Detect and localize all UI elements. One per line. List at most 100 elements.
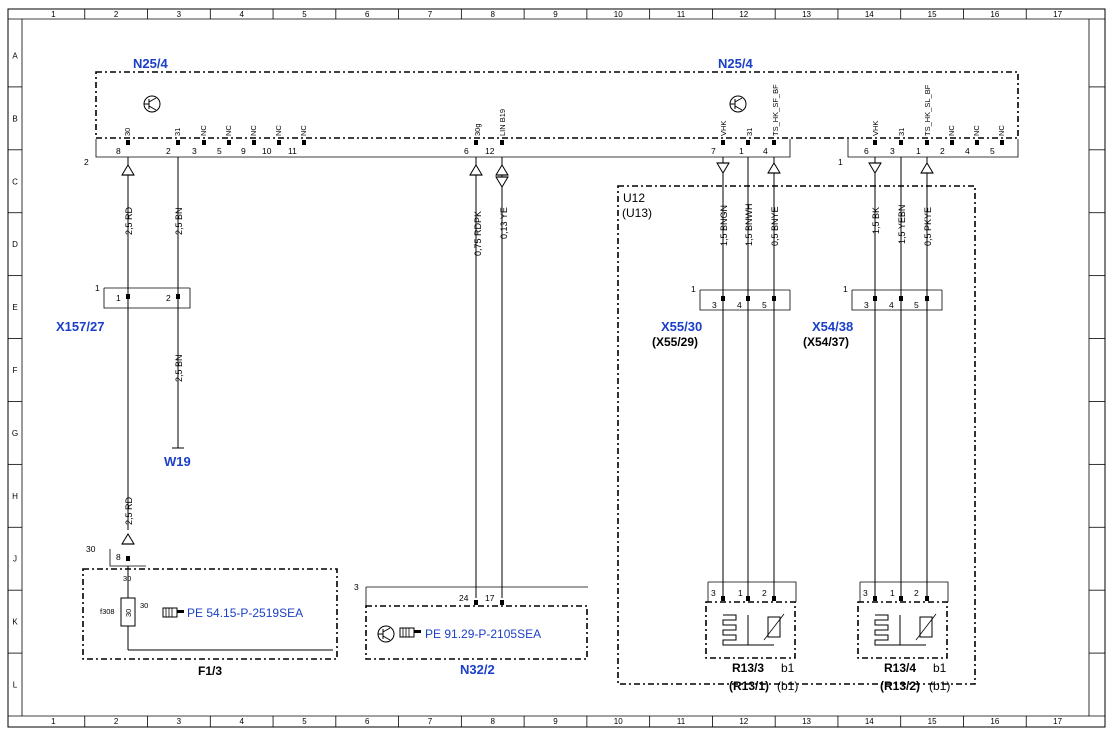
fuse-connector: [109, 549, 146, 567]
grid-column-label: 17: [1053, 717, 1062, 726]
pin-stub: [899, 140, 903, 145]
svg-text:NC: NC: [972, 125, 981, 136]
connector-number: 1: [95, 283, 100, 293]
temperature-sensor-icon: [767, 616, 781, 638]
pin-stub: [126, 556, 130, 561]
r13-1-label: (R13/1): [729, 679, 769, 693]
grid-column-label: 16: [990, 10, 999, 19]
connector-number: 1: [838, 157, 843, 167]
svg-text:9: 9: [241, 146, 246, 156]
svg-text:3: 3: [192, 146, 197, 156]
pin: 4 TS_HK_SF_BF: [763, 84, 780, 156]
r13-3-label: R13/3: [732, 661, 764, 675]
grid-row-label: J: [13, 555, 17, 564]
n25-4-label-left: N25/4: [133, 56, 168, 71]
pin-stub: [950, 140, 954, 145]
u12-label: U12: [623, 191, 645, 205]
grid-column-label: 16: [990, 717, 999, 726]
n32-reference-link[interactable]: PE 91.29-P-2105SEA: [425, 627, 541, 641]
grid-column-label: 11: [677, 717, 686, 726]
pin-stub: [721, 140, 725, 145]
pin-number: 5: [914, 300, 919, 310]
grid-column-label: 11: [677, 10, 686, 19]
grid-column-label: 9: [553, 717, 558, 726]
svg-text:6: 6: [864, 146, 869, 156]
svg-text:10: 10: [262, 146, 272, 156]
pin-stub: [252, 140, 256, 145]
fuse-value: 30: [140, 601, 148, 610]
pin-stub: [772, 140, 776, 145]
svg-text:4: 4: [763, 146, 768, 156]
pin-number: 4: [737, 300, 742, 310]
svg-text:VHK: VHK: [719, 121, 728, 136]
r13-3-sub: b1: [781, 661, 795, 675]
fuse-reference-link[interactable]: PE 54.15-P-2519SEA: [187, 606, 303, 620]
reference-pointer-icon: [399, 627, 421, 638]
signal-arrow: [495, 164, 509, 176]
grid-column-label: 1: [51, 10, 56, 19]
grid-row-label: H: [12, 492, 18, 501]
pin: 2NC: [940, 125, 956, 156]
temperature-sensor-icon: [919, 616, 933, 638]
x54-connector: [851, 290, 943, 311]
wire-label: 0,13 YE: [499, 207, 509, 239]
signal-direction-arrows: [121, 162, 934, 545]
connector-number: 1: [691, 284, 696, 294]
pin-number: 4: [889, 300, 894, 310]
svg-text:12: 12: [485, 146, 495, 156]
pin-number: 17: [485, 593, 495, 603]
svg-text:2: 2: [166, 146, 171, 156]
wire-label: 0,5 BNYE: [770, 206, 780, 246]
x54-label: X54/38: [812, 319, 853, 334]
heating-element-icon: [722, 614, 749, 646]
svg-text:NC: NC: [997, 125, 1006, 136]
connector-number: 3: [354, 582, 359, 592]
grid-row-label: B: [12, 114, 17, 123]
pin-stub: [500, 600, 504, 605]
grid-column-label: 2: [114, 10, 119, 19]
svg-text:TS_HK_SL_BF: TS_HK_SL_BF: [923, 84, 932, 136]
grid-row-label: D: [12, 240, 18, 249]
pin: 4NC: [965, 125, 981, 156]
svg-text:31: 31: [897, 128, 906, 136]
grid-column-label: 3: [177, 10, 182, 19]
grid-column-label: 10: [614, 717, 623, 726]
connector-number: 1: [843, 284, 848, 294]
pin-stub: [474, 600, 478, 605]
signal-arrow: [495, 176, 509, 188]
pin-stub: [277, 140, 281, 145]
svg-text:11: 11: [288, 146, 297, 156]
svg-text:1: 1: [739, 146, 744, 156]
pin: 5NC: [990, 125, 1006, 156]
grid-column-label: 12: [739, 717, 748, 726]
grid-ticks: [8, 9, 1105, 727]
pin-number: 3: [711, 588, 716, 598]
pin-stub: [474, 140, 478, 145]
signal-arrow: [716, 162, 730, 174]
grid-column-label: 8: [491, 717, 496, 726]
pin: 5NC: [217, 125, 233, 156]
grid-column-label: 1: [51, 717, 56, 726]
pin-number: 1: [890, 588, 895, 598]
x55-label: X55/30: [661, 319, 702, 334]
heating-element-icon: [874, 614, 901, 646]
wire-label: 2,5 BN: [174, 354, 184, 382]
pin-stub: [126, 140, 130, 145]
x55-alt-label: (X55/29): [652, 335, 698, 349]
grid-row-label: C: [12, 177, 18, 186]
pin-stub: [873, 140, 877, 145]
r13-3-heater-box: [705, 601, 796, 659]
svg-text:1: 1: [916, 146, 921, 156]
transistor-icon: [377, 625, 395, 643]
u12-module-box: [617, 185, 976, 685]
n25-4-module-box: [95, 71, 1019, 139]
pin: 231: [166, 128, 182, 156]
pin: 331: [890, 128, 906, 156]
grid-column-label: 4: [239, 717, 244, 726]
pin-number: 1: [116, 293, 121, 303]
grid-column-label: 14: [865, 717, 874, 726]
svg-text:TS_HK_SF_BF: TS_HK_SF_BF: [771, 84, 780, 136]
pin-number: 24: [459, 593, 469, 603]
